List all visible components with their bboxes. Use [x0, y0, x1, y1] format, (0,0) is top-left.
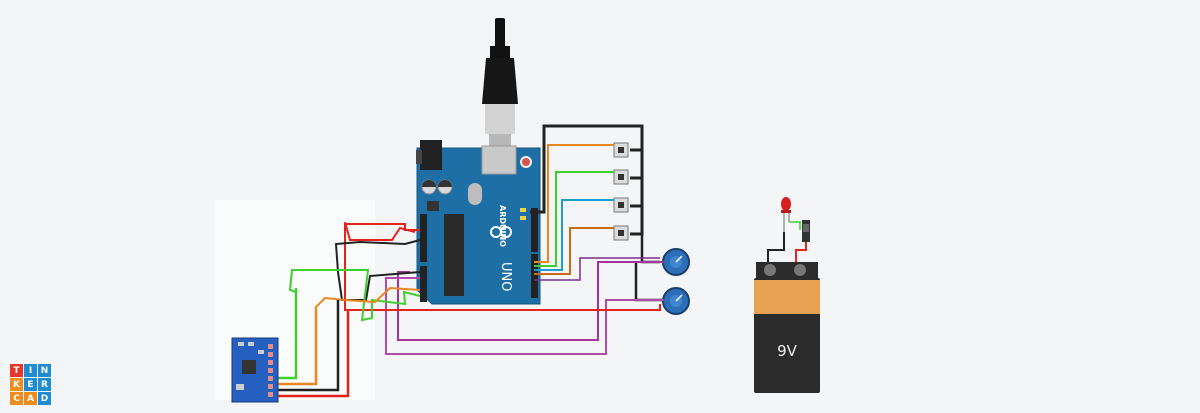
crystal: [468, 183, 482, 205]
logo-letter: D: [38, 392, 51, 405]
wire-black[interactable]: [634, 262, 662, 302]
wire-orange[interactable]: [278, 308, 318, 386]
wire-red[interactable]: [795, 242, 807, 268]
logo-letter: T: [10, 364, 23, 377]
wire-orange-handdrawn[interactable]: [314, 286, 421, 309]
wire-black[interactable]: [278, 300, 340, 392]
wire-green[interactable]: [789, 221, 801, 230]
wire-green[interactable]: [534, 171, 614, 267]
pushbutton-1[interactable]: [613, 142, 629, 158]
logo-letter: A: [24, 392, 37, 405]
wire-green[interactable]: [278, 288, 298, 380]
reset-button[interactable]: [520, 156, 532, 168]
wire-black[interactable]: [630, 150, 644, 236]
potentiometer-1[interactable]: [662, 248, 690, 276]
battery-label: 9V: [777, 342, 798, 360]
pushbutton-2[interactable]: [613, 169, 629, 185]
potentiometer-2[interactable]: [662, 287, 690, 315]
wire-black[interactable]: [767, 232, 785, 268]
slide-switch[interactable]: [802, 220, 810, 242]
wire-green-handdrawn[interactable]: [288, 269, 421, 322]
logo-letter: E: [24, 378, 37, 391]
wire-purple[interactable]: [534, 257, 660, 281]
wire-red[interactable]: [278, 310, 350, 398]
arduino-model-text: UNO: [498, 262, 513, 291]
analog-header: [420, 266, 427, 302]
logo-letter: N: [38, 364, 51, 377]
accelerometer-module[interactable]: [231, 337, 279, 403]
logo-letter: R: [38, 378, 51, 391]
wire-red-handdrawn[interactable]: [344, 221, 416, 241]
digital-header: [531, 208, 538, 252]
digital-header: [531, 254, 538, 298]
wire-purple[interactable]: [397, 261, 664, 341]
logo-letter: I: [24, 364, 37, 377]
arduino-uno-board[interactable]: ARDUINO UNO: [416, 140, 541, 305]
atmega-chip: [444, 214, 464, 296]
wire-black-handdrawn[interactable]: [334, 239, 421, 301]
usb-port: [481, 145, 517, 175]
red-led[interactable]: [781, 197, 791, 232]
wire-purple[interactable]: [385, 277, 664, 355]
wire-orange[interactable]: [534, 227, 614, 275]
power-header: [420, 214, 427, 262]
logo-letter: K: [10, 378, 23, 391]
battery-9v[interactable]: 9V: [754, 262, 820, 393]
wire-black[interactable]: [530, 124, 644, 214]
pushbutton-3[interactable]: [613, 197, 629, 213]
pushbutton-4[interactable]: [613, 225, 629, 241]
wire-orange[interactable]: [534, 144, 614, 263]
wire-cyan[interactable]: [534, 199, 614, 271]
arduino-brand-text: ARDUINO: [498, 205, 507, 247]
logo-letter: C: [10, 392, 23, 405]
usb-cable[interactable]: [482, 18, 518, 152]
power-jack: [420, 140, 442, 170]
